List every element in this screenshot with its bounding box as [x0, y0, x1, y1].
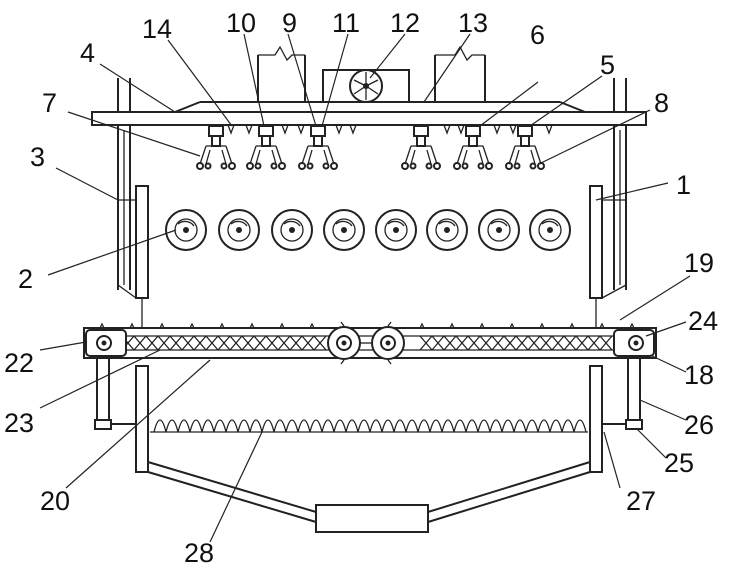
roller-6 — [426, 209, 468, 251]
right-lower-post — [602, 358, 643, 430]
label-19: 19 — [684, 248, 714, 278]
right-rods — [434, 45, 486, 102]
fan-icon — [353, 72, 379, 100]
label-22: 22 — [4, 348, 34, 378]
conveyor-chain — [83, 322, 657, 359]
label-18: 18 — [684, 360, 714, 390]
right-outer-post — [613, 78, 627, 290]
callout-labels: 1 2 3 4 5 6 7 8 9 10 11 12 13 14 18 19 2… — [4, 8, 718, 568]
label-5: 5 — [600, 50, 615, 80]
label-4: 4 — [80, 38, 95, 68]
label-7: 7 — [42, 88, 57, 118]
leader-lines — [39, 33, 691, 543]
top-beam — [91, 101, 647, 126]
gripper-5 — [453, 125, 493, 170]
label-6: 6 — [530, 20, 545, 50]
left-rods — [257, 45, 306, 102]
gripper-1 — [196, 125, 236, 170]
label-12: 12 — [390, 8, 420, 38]
label-14: 14 — [142, 14, 172, 44]
right-side-plate — [589, 185, 627, 299]
left-lower-post — [94, 358, 136, 430]
label-25: 25 — [664, 448, 694, 478]
lower-hopper — [135, 298, 603, 533]
roller-3 — [271, 209, 313, 251]
label-20: 20 — [40, 486, 70, 516]
beam-spikes — [227, 124, 553, 135]
gripper-6 — [505, 125, 545, 170]
center-sprockets — [327, 321, 406, 365]
label-26: 26 — [684, 410, 714, 440]
label-28: 28 — [184, 538, 214, 568]
label-23: 23 — [4, 408, 34, 438]
fan-motor-housing — [322, 69, 410, 103]
roller-2 — [218, 209, 260, 251]
left-sprocket — [85, 329, 127, 357]
right-sprocket — [613, 329, 655, 357]
label-8: 8 — [654, 88, 669, 118]
gripper-3 — [298, 125, 338, 170]
label-1: 1 — [676, 170, 691, 200]
left-outer-post — [117, 78, 131, 290]
label-11: 11 — [332, 8, 360, 38]
roller-7 — [478, 209, 520, 251]
label-24: 24 — [688, 306, 718, 336]
roller-4 — [323, 209, 365, 251]
label-27: 27 — [626, 486, 656, 516]
gripper-2 — [246, 125, 286, 170]
label-9: 9 — [282, 8, 297, 38]
label-13: 13 — [458, 8, 488, 38]
label-2: 2 — [18, 264, 33, 294]
label-10: 10 — [226, 8, 256, 38]
roller-row — [165, 209, 571, 251]
bristle-brush-row — [150, 419, 588, 433]
gripper-4 — [401, 125, 441, 170]
roller-1 — [165, 209, 207, 251]
roller-8 — [529, 209, 571, 251]
roller-5 — [375, 209, 417, 251]
label-3: 3 — [30, 142, 45, 172]
